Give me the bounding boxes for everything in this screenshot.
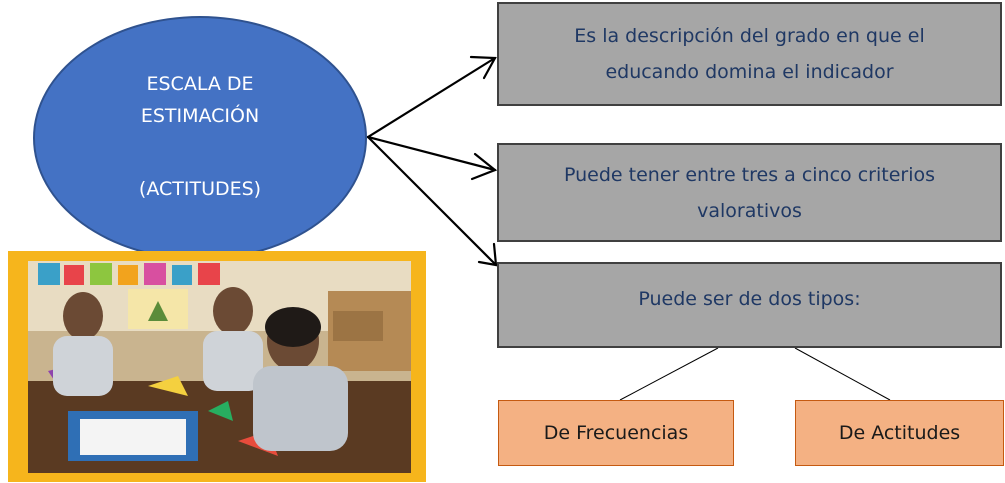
photo-frame	[8, 251, 426, 482]
types-box: Puede ser de dos tipos:	[497, 262, 1002, 348]
type-actitudes-label: De Actitudes	[838, 422, 961, 444]
classroom-illustration	[28, 261, 411, 473]
definition-line2: educando domina el indicador	[605, 61, 894, 83]
arrow-to-types	[366, 135, 498, 267]
classroom-photo	[28, 261, 411, 473]
arrow-to-criteria	[366, 135, 497, 172]
definition-line1: Es la descripción del grado en que el	[574, 25, 925, 47]
arrow-to-definition	[366, 56, 497, 139]
types-line1: Puede ser de dos tipos:	[638, 288, 861, 310]
arrowhead-types	[477, 242, 498, 267]
type-actitudes-box: De Actitudes	[795, 400, 1004, 466]
main-concept-ellipse: ESCALA DE ESTIMACIÓN (ACTITUDES)	[33, 16, 367, 260]
line-to-frecuencias	[619, 347, 719, 401]
definition-box: Es la descripción del grado en que el ed…	[497, 2, 1002, 106]
type-frecuencias-label: De Frecuencias	[543, 422, 689, 444]
line-to-actitudes	[794, 347, 891, 401]
ellipse-subtitle: (ACTITUDES)	[138, 178, 262, 200]
ellipse-title-line2: ESTIMACIÓN	[140, 105, 260, 127]
arrowhead-definition	[469, 55, 497, 80]
ellipse-title-line1: ESCALA DE	[146, 73, 254, 95]
criteria-box: Puede tener entre tres a cinco criterios…	[497, 143, 1002, 242]
criteria-line2: valorativos	[697, 199, 802, 222]
criteria-line1: Puede tener entre tres a cinco criterios	[564, 163, 935, 186]
arrowhead-criteria	[470, 152, 498, 181]
type-frecuencias-box: De Frecuencias	[498, 400, 734, 466]
